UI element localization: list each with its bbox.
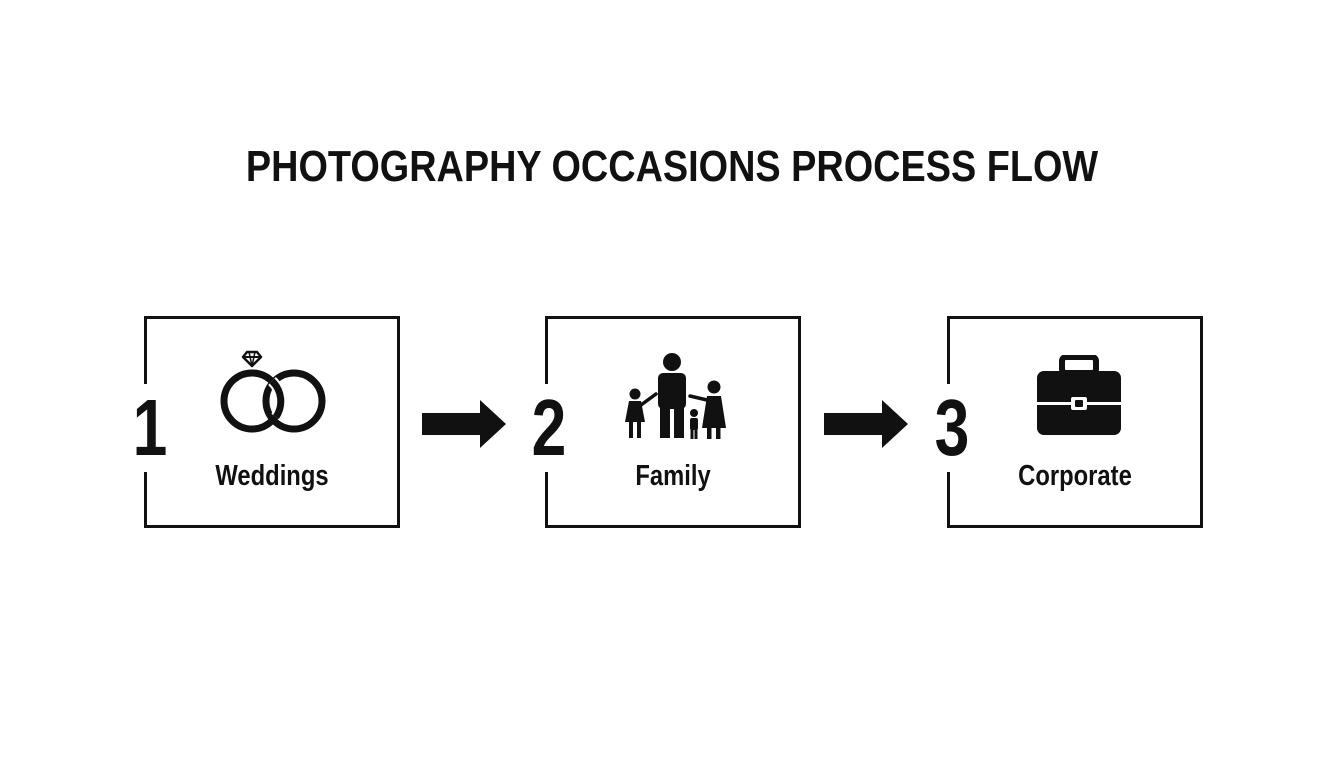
arrow-right-icon <box>422 400 506 448</box>
step-label-corporate: Corporate <box>1018 460 1132 492</box>
step-label-weddings: Weddings <box>215 460 329 492</box>
briefcase-icon <box>1037 355 1121 435</box>
step-label-family: Family <box>635 460 711 492</box>
wedding-rings-icon <box>220 350 326 433</box>
step-number-2: 2 <box>525 384 573 472</box>
diagram-title: PHOTOGRAPHY OCCASIONS PROCESS FLOW <box>245 142 1099 191</box>
step-number-3: 3 <box>928 384 976 472</box>
family-icon <box>625 353 726 439</box>
arrow-right-icon <box>824 400 908 448</box>
step-number-1: 1 <box>126 384 174 472</box>
step-box-family <box>545 316 801 528</box>
